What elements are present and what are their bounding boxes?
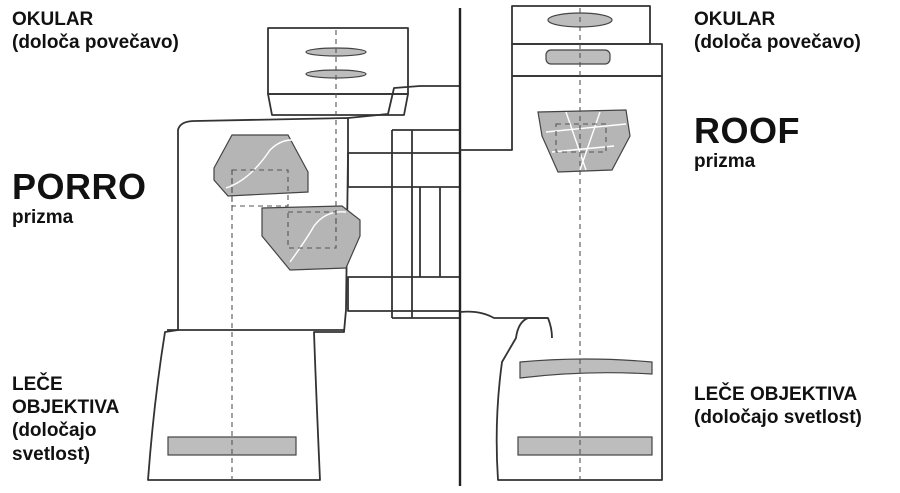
porro-prism-subtitle: prizma xyxy=(12,206,74,228)
porro-objective-label-line4: svetlost) xyxy=(12,443,91,465)
porro-prism-ray xyxy=(225,139,293,189)
porro-prism-upper xyxy=(213,134,309,197)
porro-eyepiece-label-line1: OKULAR xyxy=(12,9,94,30)
roof-objective-label-line2: (določajo svetlost) xyxy=(694,407,862,429)
porro-body-outline xyxy=(147,117,349,481)
porro-objective-label-line1: LEČE xyxy=(12,374,63,395)
roof-prism-label: ROOF prizma xyxy=(694,112,800,173)
porro-objective-label: LEČE OBJEKTIVA (določajo svetlost) xyxy=(12,373,119,466)
roof-body-outline xyxy=(495,75,663,481)
roof-hinge-link xyxy=(459,310,553,339)
porro-prism-lower xyxy=(261,205,361,271)
porro-eyepiece-label: OKULAR (določa povečavo) xyxy=(12,8,179,54)
porro-prism-label: PORRO prizma xyxy=(12,168,147,229)
hinge-top xyxy=(347,85,460,119)
roof-neck xyxy=(460,76,513,151)
roof-objective-label-line1: LEČE OBJEKTIVA xyxy=(694,384,858,405)
roof-prism-ray xyxy=(545,111,627,171)
porro-prism-dashed-box xyxy=(231,169,289,207)
porro-prism-title: PORRO xyxy=(12,166,147,207)
porro-eyepiece-collar xyxy=(267,93,409,116)
roof-eyepiece-label-line2: (določa povečavo) xyxy=(694,32,861,54)
hinge-plate-upper xyxy=(347,152,461,188)
roof-eyepiece-label: OKULAR (določa povečavo) xyxy=(694,8,861,54)
roof-prism-dashed-path xyxy=(555,123,607,153)
roof-objective-lens xyxy=(517,436,653,456)
porro-objective-label-line3: (določajo xyxy=(12,420,97,442)
hinge-plate-lower xyxy=(347,276,461,312)
porro-prism-dashed-box xyxy=(287,211,337,249)
roof-objective-front-lens xyxy=(519,358,653,379)
roof-objective-label: LEČE OBJEKTIVA (določajo svetlost) xyxy=(694,383,862,429)
porro-eyepiece-housing xyxy=(267,27,409,95)
roof-prism-title: ROOF xyxy=(694,110,800,151)
porro-objective-lens xyxy=(167,436,297,456)
roof-prism-subtitle: prizma xyxy=(694,150,756,172)
hinge-mid xyxy=(419,187,441,277)
roof-eyepiece-lens xyxy=(545,49,611,65)
porro-objective-label-line2: OBJEKTIVA xyxy=(12,397,120,419)
porro-eyepiece-label-line2: (določa povečavo) xyxy=(12,32,179,54)
roof-eyepiece-label-line1: OKULAR xyxy=(694,9,776,30)
